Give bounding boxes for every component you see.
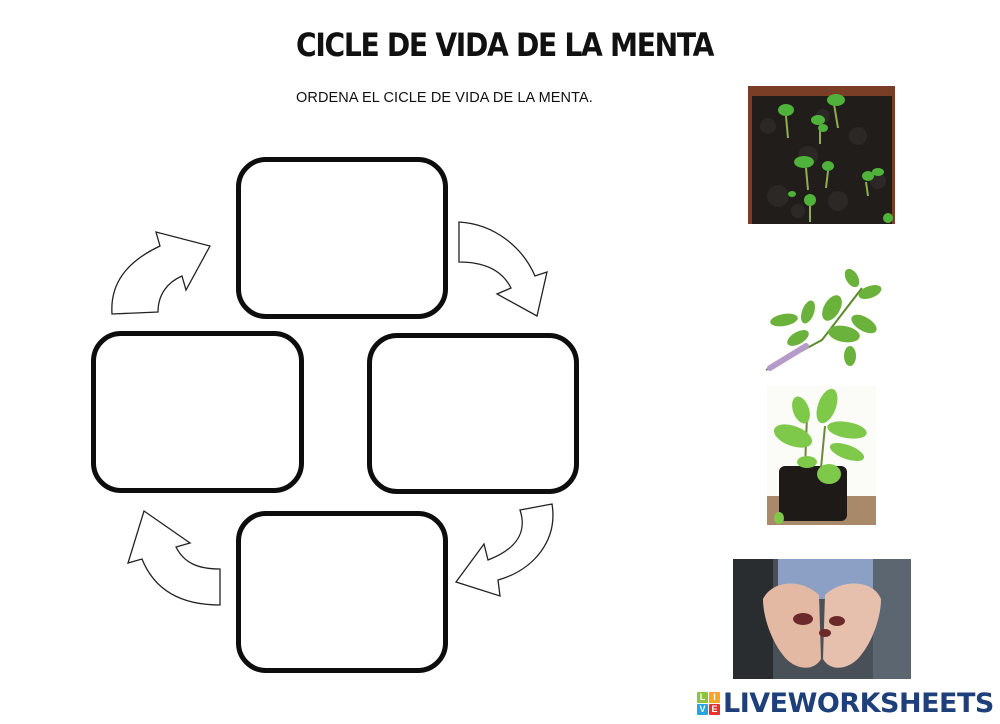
seeds-in-hands-photo	[733, 559, 911, 679]
curved-arrow-top-right-icon	[458, 221, 548, 317]
image-young-mint-plant[interactable]	[767, 386, 876, 525]
young-mint-plant-photo	[767, 386, 876, 525]
logo-letter-v: V	[697, 703, 708, 715]
logo-letter-e: E	[709, 703, 720, 715]
logo-letter-i: I	[709, 691, 720, 703]
brand-name: LIVEWORKSHEETS	[723, 687, 994, 719]
drop-box-right[interactable]	[367, 333, 579, 494]
image-mint-sprig-flowering[interactable]	[762, 268, 890, 374]
mint-sprig-photo	[762, 268, 890, 374]
worksheet-title: CICLE DE VIDA DE LA MENTA	[296, 26, 714, 64]
drop-box-top[interactable]	[236, 157, 448, 319]
live-logo-icon: L I V E	[697, 691, 720, 715]
worksheet-instruction: ORDENA EL CICLE DE VIDA DE LA MENTA.	[296, 90, 593, 106]
drop-box-left[interactable]	[91, 331, 304, 493]
drop-box-bottom[interactable]	[236, 511, 448, 673]
liveworksheets-logo[interactable]: L I V E LIVEWORKSHEETS	[697, 687, 994, 719]
image-seeds-in-hands[interactable]	[733, 559, 911, 679]
curved-arrow-top-left-icon	[111, 231, 211, 315]
image-seedlings-in-soil[interactable]	[748, 86, 895, 224]
seedlings-photo	[748, 86, 895, 224]
logo-letter-l: L	[697, 691, 708, 703]
curved-arrow-bottom-right-icon	[454, 503, 554, 597]
curved-arrow-bottom-left-icon	[127, 509, 221, 606]
